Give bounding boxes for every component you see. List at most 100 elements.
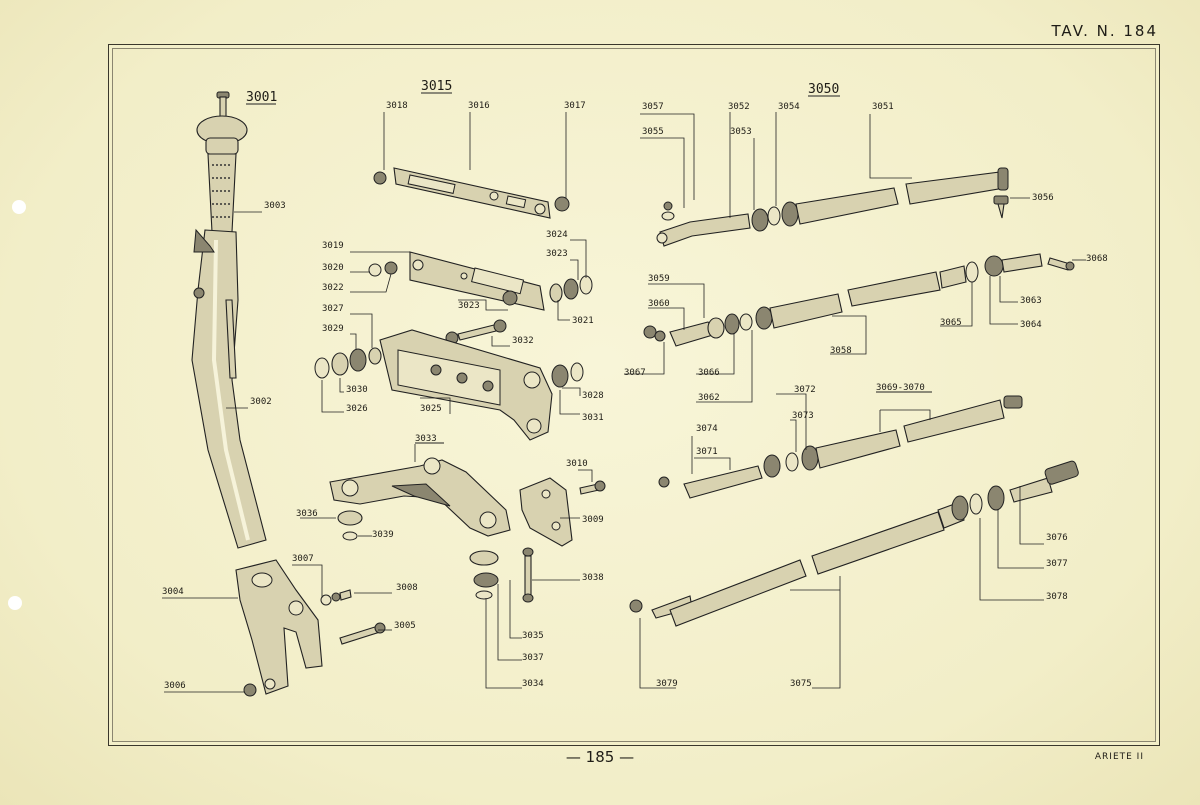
binder-hole-bottom xyxy=(8,596,22,610)
part-label-3027: 3027 xyxy=(322,304,344,314)
part-label-3003: 3003 xyxy=(264,201,286,211)
part-label-3010: 3010 xyxy=(566,459,588,469)
part-label-3055: 3055 xyxy=(642,127,664,137)
part-label-3076: 3076 xyxy=(1046,533,1068,543)
part-label-3004: 3004 xyxy=(162,587,184,597)
part-label-3002: 3002 xyxy=(250,397,272,407)
rod-3075-part xyxy=(629,460,1079,627)
part-label-3060: 3060 xyxy=(648,299,670,309)
part-label-3007: 3007 xyxy=(292,554,314,564)
washer-3039-part xyxy=(342,531,358,541)
part-label-3071: 3071 xyxy=(696,447,718,457)
part-label-3051: 3051 xyxy=(872,102,894,112)
part-label-3023: 3023 xyxy=(546,249,568,259)
part-label-3063: 3063 xyxy=(1020,296,1042,306)
pin-3068-part xyxy=(1047,257,1075,271)
part-label-3054: 3054 xyxy=(778,102,800,112)
part-label-3006: 3006 xyxy=(164,681,186,691)
part-label-3028: 3028 xyxy=(582,391,604,401)
group-title-3050: 3050 xyxy=(808,82,839,97)
part-label-3064: 3064 xyxy=(1020,320,1042,330)
part-label-3056: 3056 xyxy=(1032,193,1054,203)
pin-3005-part xyxy=(339,622,386,645)
nut-3057-part xyxy=(663,201,673,211)
part-label-3068: 3068 xyxy=(1086,254,1108,264)
part-label-3009: 3009 xyxy=(582,515,604,525)
part-label-3066: 3066 xyxy=(698,368,720,378)
bushings-3034-part xyxy=(469,550,499,600)
part-label-3065: 3065 xyxy=(940,318,962,328)
part-label-3030: 3030 xyxy=(346,385,368,395)
part-label-3053: 3053 xyxy=(730,127,752,137)
part-label-3026: 3026 xyxy=(346,404,368,414)
part-label-3074: 3074 xyxy=(696,424,718,434)
rod-3050-part xyxy=(656,167,1009,247)
part-label-3032: 3032 xyxy=(512,336,534,346)
part-label-3017: 3017 xyxy=(564,101,586,111)
link-3019-part xyxy=(409,251,545,311)
bushings-3021-part xyxy=(549,275,593,303)
part-label-3039: 3039 xyxy=(372,530,394,540)
part-label-3018: 3018 xyxy=(386,101,408,111)
washer-3017-part xyxy=(554,196,570,212)
part-label-3005: 3005 xyxy=(394,621,416,631)
part-label-3079: 3079 xyxy=(656,679,678,689)
bracket-3009-part xyxy=(519,477,573,547)
part-label-3029: 3029 xyxy=(322,324,344,334)
part-label-3062: 3062 xyxy=(698,393,720,403)
nut-3018-part xyxy=(373,171,387,185)
part-label-3057: 3057 xyxy=(642,102,664,112)
group-title-3033: 3033 xyxy=(415,434,437,444)
part-label-3035: 3035 xyxy=(522,631,544,641)
group-title-3001: 3001 xyxy=(246,90,277,105)
part-label-3020: 3020 xyxy=(322,263,344,273)
lever-3025-part xyxy=(379,329,553,441)
part-label-3073: 3073 xyxy=(792,411,814,421)
group-title-3069-3070: 3069-3070 xyxy=(876,383,925,393)
lever-knob-part xyxy=(196,91,248,155)
part-label-3059: 3059 xyxy=(648,274,670,284)
nut-3022-part xyxy=(384,261,398,275)
leader-lines xyxy=(162,112,1086,693)
model-name: ARIETE II xyxy=(1094,752,1144,762)
washer-3007-part xyxy=(320,589,352,606)
lever-grip-part xyxy=(207,153,237,233)
bolt-3032-part xyxy=(445,319,507,345)
support-3033-part xyxy=(329,457,511,537)
part-label-3021: 3021 xyxy=(572,316,594,326)
nut-3006-part xyxy=(243,683,257,697)
part-label-3008: 3008 xyxy=(396,583,418,593)
part-label-3031: 3031 xyxy=(582,413,604,423)
part-label-3022: 3022 xyxy=(322,283,344,293)
part-label-3072: 3072 xyxy=(794,385,816,395)
part-label-3024: 3024 xyxy=(546,230,568,240)
bushings-3026-part xyxy=(314,347,382,379)
plate-title: TAV. N. 184 xyxy=(1051,22,1158,40)
link-3016-part xyxy=(393,167,551,219)
binder-hole-top xyxy=(12,200,26,214)
part-label-3036: 3036 xyxy=(296,509,318,519)
part-label-3075: 3075 xyxy=(790,679,812,689)
bushings-3028-part xyxy=(551,362,584,388)
bushing-3036-part xyxy=(337,510,363,526)
gear-lever-part xyxy=(191,228,267,549)
bolt-3038-part xyxy=(522,547,534,603)
pin-3056-part xyxy=(993,195,1009,219)
part-label-3067: 3067 xyxy=(624,368,646,378)
part-label-3019: 3019 xyxy=(322,241,344,251)
washer-3020-part xyxy=(368,263,382,277)
rod-3069-part xyxy=(658,395,1023,499)
part-label-3023: 3023 xyxy=(458,301,480,311)
group-title-3015: 3015 xyxy=(421,79,452,94)
part-label-3025: 3025 xyxy=(420,404,442,414)
part-label-3016: 3016 xyxy=(468,101,490,111)
washer-3055-part xyxy=(661,211,675,221)
page-number: — 185 — xyxy=(565,748,635,766)
nut-3067-part xyxy=(654,330,666,342)
bolt-3010-part xyxy=(579,480,606,495)
part-label-3052: 3052 xyxy=(728,102,750,112)
part-label-3038: 3038 xyxy=(582,573,604,583)
part-label-3037: 3037 xyxy=(522,653,544,663)
